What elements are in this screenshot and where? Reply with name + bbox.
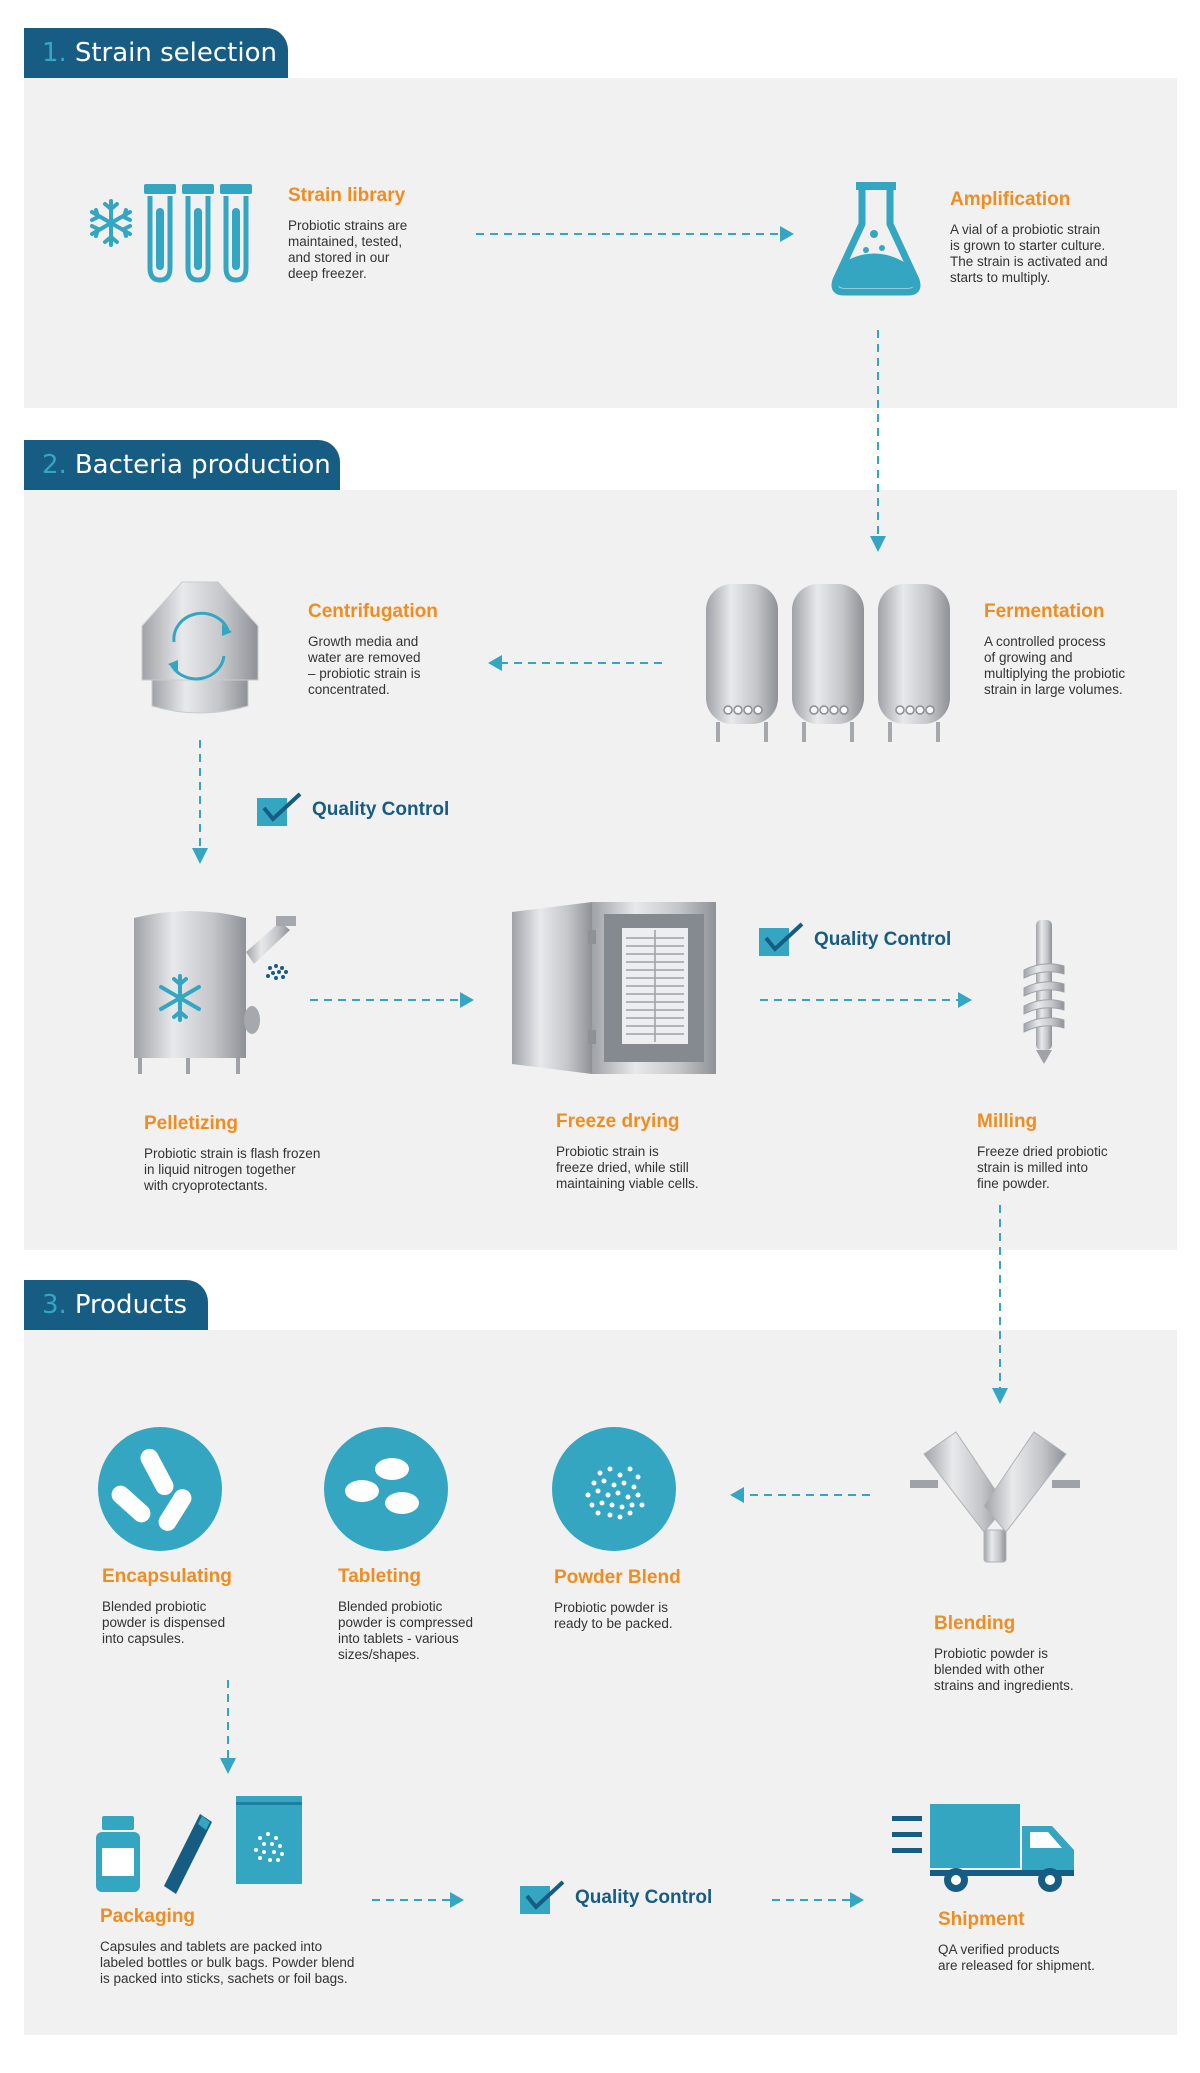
freeze-dryer-icon xyxy=(512,902,716,1074)
powder-icon xyxy=(552,1427,676,1551)
checkbox-icon xyxy=(759,922,804,956)
step-freeze-drying: Freeze drying Probiotic strain is freeze… xyxy=(556,1111,699,1191)
stick-icon xyxy=(164,1814,212,1894)
section-tab-products: 3.Products xyxy=(24,1280,208,1330)
section-tab-strain-selection: 1.Strain selection xyxy=(24,28,288,78)
step-encapsulating: Encapsulating Blended probiotic powder i… xyxy=(102,1566,232,1646)
foil-bag-icon xyxy=(236,1796,302,1884)
flask-icon xyxy=(831,182,921,296)
v-blender-icon xyxy=(910,1431,1080,1563)
mill-screw-icon xyxy=(1023,920,1065,1064)
test-tubes-icon xyxy=(144,184,252,283)
step-strain-library: Strain library Probiotic strains are mai… xyxy=(288,185,408,281)
checkbox-icon xyxy=(520,1880,565,1914)
step-tableting: Tableting Blended probiotic powder is co… xyxy=(338,1566,474,1662)
tablets-icon xyxy=(324,1427,448,1551)
truck-icon xyxy=(892,1804,1074,1892)
section-tab-bacteria-production: 2.Bacteria production xyxy=(24,440,340,490)
bottle-icon xyxy=(96,1816,140,1892)
capsules-icon xyxy=(98,1427,222,1551)
step-pelletizing: Pelletizing Probiotic strain is flash fr… xyxy=(144,1113,321,1193)
snowflake-icon xyxy=(90,199,132,247)
centrifuge-icon xyxy=(141,581,259,714)
step-shipment: Shipment QA verified products are releas… xyxy=(938,1909,1095,1973)
step-powder-blend: Powder Blend Probiotic powder is ready t… xyxy=(554,1567,681,1631)
step-blending: Blending Probiotic powder is blended wit… xyxy=(934,1613,1074,1693)
step-centrifugation: Centrifugation Growth media and water ar… xyxy=(308,601,438,697)
step-fermentation: Fermentation A controlled process of gro… xyxy=(984,601,1126,697)
checkbox-icon xyxy=(257,792,302,826)
pelletizer-icon xyxy=(134,911,296,1074)
step-milling: Milling Freeze dried probiotic strain is… xyxy=(977,1111,1108,1191)
fermentation-tanks-icon xyxy=(706,584,950,742)
strain-selection-panel xyxy=(24,78,1177,408)
step-packaging: Packaging Capsules and tablets are packe… xyxy=(100,1906,355,1986)
step-amplification: Amplification A vial of a probiotic stra… xyxy=(950,189,1108,285)
